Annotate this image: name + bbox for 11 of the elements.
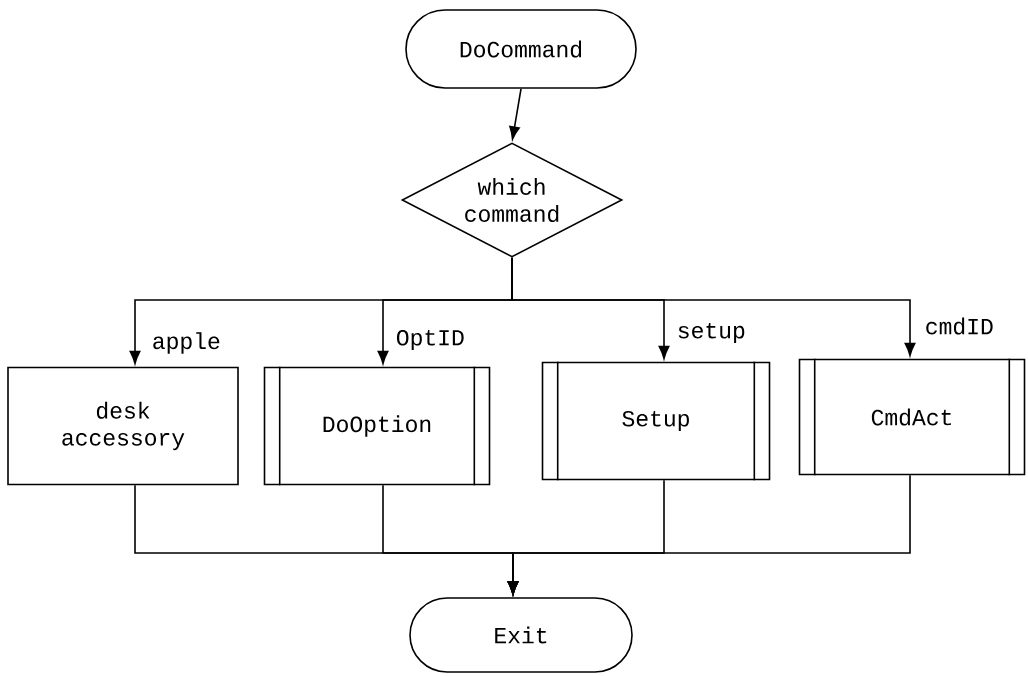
subroutine-box: CmdAct <box>798 357 1026 477</box>
edge-label: OptID <box>393 327 467 353</box>
arrow <box>511 257 916 357</box>
arrow <box>509 88 522 140</box>
subroutine-box: DoOption <box>263 365 491 487</box>
subroutine-box: Setup <box>541 360 771 482</box>
edge-label: cmdID <box>922 315 996 337</box>
process-box: desk accessory <box>7 366 239 486</box>
arrow <box>507 474 911 595</box>
edge-label: apple <box>149 330 223 356</box>
edge-label: setup <box>674 320 748 346</box>
